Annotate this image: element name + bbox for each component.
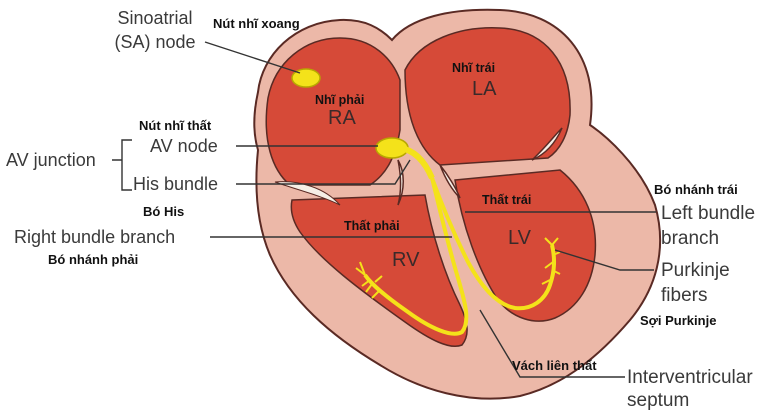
- left-bundle-branch-path: [430, 177, 557, 311]
- his-bundle-path: [399, 145, 435, 180]
- right-bundle-branch-path: [363, 177, 469, 336]
- his-bundle-leader: [236, 159, 411, 185]
- purkinje-fibers-right: [355, 261, 383, 299]
- la-label: LA: [472, 78, 497, 100]
- left-bundle-label-line1: Left bundle: [661, 203, 755, 224]
- purkinje-fibers-left: [541, 237, 561, 285]
- mitral-valve: [531, 127, 563, 161]
- septum-leader: [479, 309, 625, 378]
- septum-label-line2: septum: [627, 390, 689, 411]
- av-node-label: AV node: [150, 136, 218, 156]
- his-bundle-label: His bundle: [133, 174, 218, 194]
- left-bundle-label-line2: branch: [661, 228, 719, 249]
- septum-label-vi: Vách liên thất: [512, 358, 597, 373]
- sa-node-label-line1: Sinoatrial: [117, 8, 192, 28]
- sa-node-label-vi: Nút nhĩ xoang: [213, 16, 300, 31]
- rv-label: RV: [392, 249, 420, 271]
- sa-node-leader: [204, 41, 301, 74]
- right-bundle-label-vi: Bó nhánh phải: [48, 252, 138, 267]
- left-ventricle-chamber: [454, 169, 597, 322]
- av-junction-label-vi: Nút nhĩ thất: [139, 118, 212, 133]
- lv-label-vi: Thất trái: [482, 193, 531, 207]
- left-atrium-chamber: [404, 27, 571, 166]
- septum-label-line1: Interventricular: [627, 367, 753, 388]
- purkinje-label-line2: fibers: [661, 285, 707, 306]
- purkinje-label-vi: Sợi Purkinje: [640, 313, 716, 328]
- lv-label: LV: [508, 227, 532, 249]
- right-bundle-label: Right bundle branch: [14, 227, 175, 247]
- mitral-valve-leaflet: [439, 164, 461, 199]
- ra-label-vi: Nhĩ phải: [315, 93, 364, 107]
- purkinje-leader: [554, 249, 654, 271]
- av-junction-label: AV junction: [6, 150, 96, 170]
- his-bundle-label-vi: Bó His: [143, 204, 184, 219]
- ra-label: RA: [328, 107, 356, 129]
- sa-node-label-line2: (SA) node: [114, 32, 195, 52]
- purkinje-label-line1: Purkinje: [661, 260, 730, 281]
- rv-label-vi: Thất phải: [344, 219, 400, 233]
- la-label-vi: Nhĩ trái: [452, 61, 495, 75]
- av-junction-bracket: [112, 139, 132, 191]
- left-bundle-label-vi: Bó nhánh trái: [654, 182, 738, 197]
- right-ventricle-chamber: [290, 194, 468, 347]
- sa-node: [291, 68, 321, 88]
